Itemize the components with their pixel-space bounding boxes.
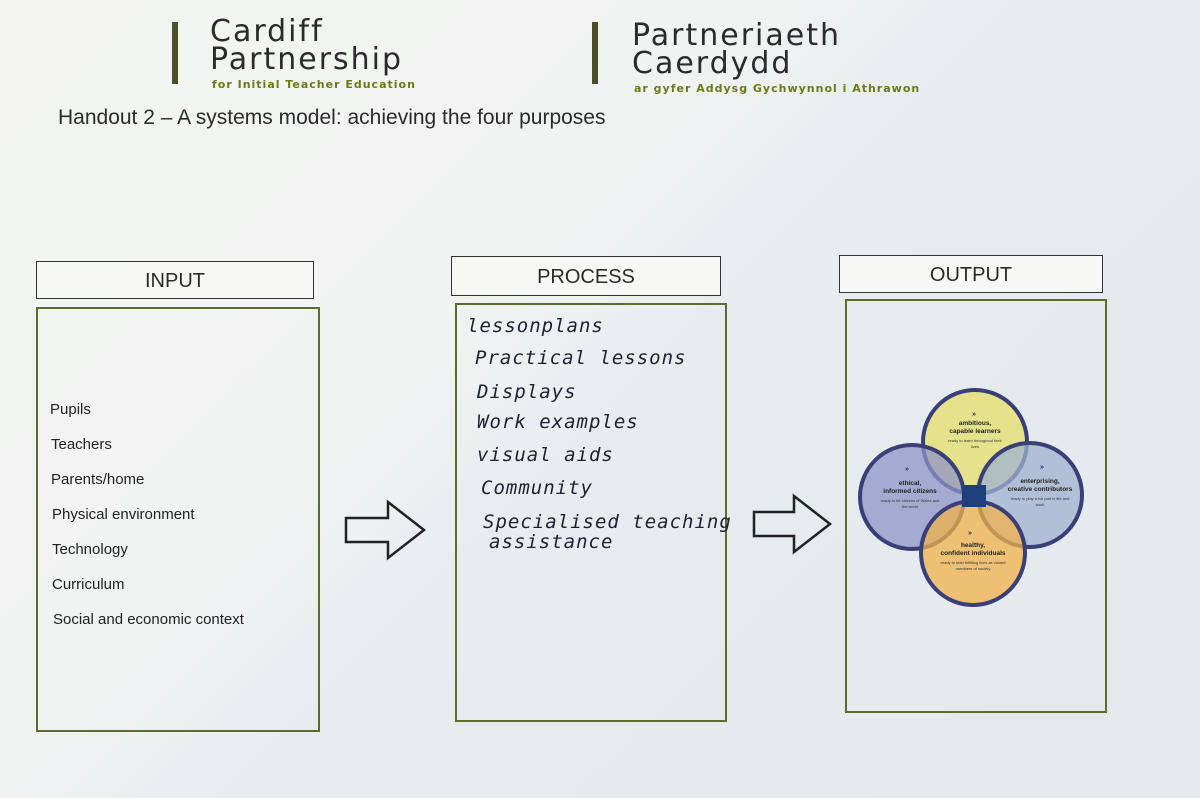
output-box bbox=[845, 299, 1107, 713]
process-item: lessonplans bbox=[467, 315, 604, 337]
purpose-desc: lives bbox=[971, 444, 979, 449]
logo-en-line1: Cardiff bbox=[210, 14, 324, 49]
purpose-title: confident individuals bbox=[940, 550, 1005, 557]
svg-text:»: » bbox=[905, 466, 909, 473]
arrow-right-icon bbox=[344, 499, 427, 561]
purpose-desc: ready to lead fulfilling lives as valued bbox=[941, 560, 1006, 565]
input-item: Teachers bbox=[51, 436, 112, 453]
input-item: Pupils bbox=[50, 401, 91, 418]
logo-divider-right bbox=[592, 22, 598, 84]
input-item: Physical environment bbox=[52, 506, 195, 523]
purpose-desc: ready to learn throughout their bbox=[948, 438, 1002, 443]
logo-divider-left bbox=[172, 22, 178, 84]
svg-text:»: » bbox=[968, 530, 972, 537]
process-item: visual aids bbox=[477, 444, 614, 466]
process-item: Community bbox=[481, 477, 593, 499]
process-heading: PROCESS bbox=[537, 266, 635, 288]
logo-en-subtitle: for Initial Teacher Education bbox=[212, 78, 416, 91]
input-item: Technology bbox=[52, 541, 128, 558]
arrow-right-icon bbox=[752, 493, 833, 555]
purpose-title: ethical, bbox=[899, 480, 922, 487]
process-item: Displays bbox=[477, 381, 577, 403]
input-heading: INPUT bbox=[145, 270, 205, 292]
output-heading-box: OUTPUT bbox=[839, 255, 1103, 293]
center-square bbox=[962, 485, 986, 507]
process-heading-box: PROCESS bbox=[451, 256, 721, 296]
logo-cy-line2: Caerdydd bbox=[632, 46, 793, 81]
handout-title: Handout 2 – A systems model: achieving t… bbox=[58, 106, 606, 129]
purpose-title: ambitious, bbox=[959, 420, 992, 427]
process-item: Work examples bbox=[477, 411, 639, 433]
purpose-title: informed citizens bbox=[883, 488, 937, 495]
svg-text:»: » bbox=[972, 411, 976, 418]
process-item: assistance bbox=[489, 531, 614, 553]
input-box: Pupils Teachers Parents/home Physical en… bbox=[36, 307, 320, 732]
input-item: Social and economic context bbox=[53, 611, 244, 628]
input-item: Curriculum bbox=[52, 576, 125, 593]
process-item: Practical lessons bbox=[475, 347, 687, 369]
purpose-desc: work bbox=[1036, 502, 1044, 507]
output-heading: OUTPUT bbox=[929, 264, 1013, 286]
purpose-title: enterprising, bbox=[1020, 478, 1060, 485]
four-purposes-diagram: » ambitious, capable learners ready to l… bbox=[858, 388, 1084, 607]
logo-cy-subtitle: ar gyfer Addysg Gychwynnol i Athrawon bbox=[634, 82, 921, 95]
input-item: Parents/home bbox=[51, 471, 145, 488]
input-heading-box: INPUT bbox=[36, 261, 314, 299]
purpose-title: capable learners bbox=[949, 428, 1001, 435]
logo-en-line2: Partnership bbox=[210, 42, 404, 77]
svg-text:»: » bbox=[1040, 464, 1044, 471]
process-item: Specialised teaching bbox=[483, 511, 732, 533]
purpose-desc: members of society bbox=[956, 566, 991, 571]
purpose-desc: the world bbox=[902, 504, 918, 509]
purpose-title: creative contributors bbox=[1008, 486, 1073, 493]
purpose-desc: ready to play a full part in life and bbox=[1011, 496, 1070, 501]
logo-cy-line1: Partneriaeth bbox=[632, 18, 841, 53]
purpose-title: healthy, bbox=[961, 542, 985, 549]
purpose-desc: ready to be citizens of Wales and bbox=[881, 498, 940, 503]
process-box: lessonplans Practical lessons Displays W… bbox=[455, 303, 731, 722]
